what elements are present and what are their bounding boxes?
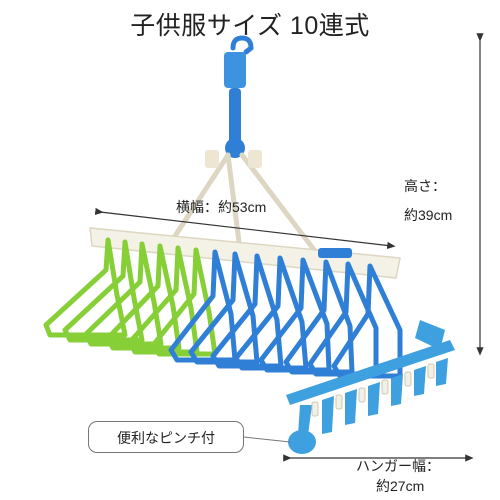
green-hangers (43, 237, 218, 357)
pinch-callout: 便利なピンチ付 (88, 421, 244, 453)
width-arrow (94, 207, 396, 250)
hanger-width-label-title: ハンガー幅： (356, 458, 440, 474)
dimension-arrows (94, 33, 484, 462)
clip-bar (286, 320, 455, 405)
height-label-value: 約39cm (404, 207, 453, 223)
height-label-title: 高さ： (404, 178, 446, 194)
blue-hangers (168, 249, 403, 379)
clothespin-icon (288, 358, 448, 454)
width-label: 横幅：約53cm (176, 199, 267, 215)
page-title: 子供服サイズ 10連式 (130, 12, 370, 40)
hook-icon (224, 35, 254, 158)
callout-pointer (243, 436, 291, 443)
hanger-width-label-value: 約27cm (376, 478, 425, 494)
